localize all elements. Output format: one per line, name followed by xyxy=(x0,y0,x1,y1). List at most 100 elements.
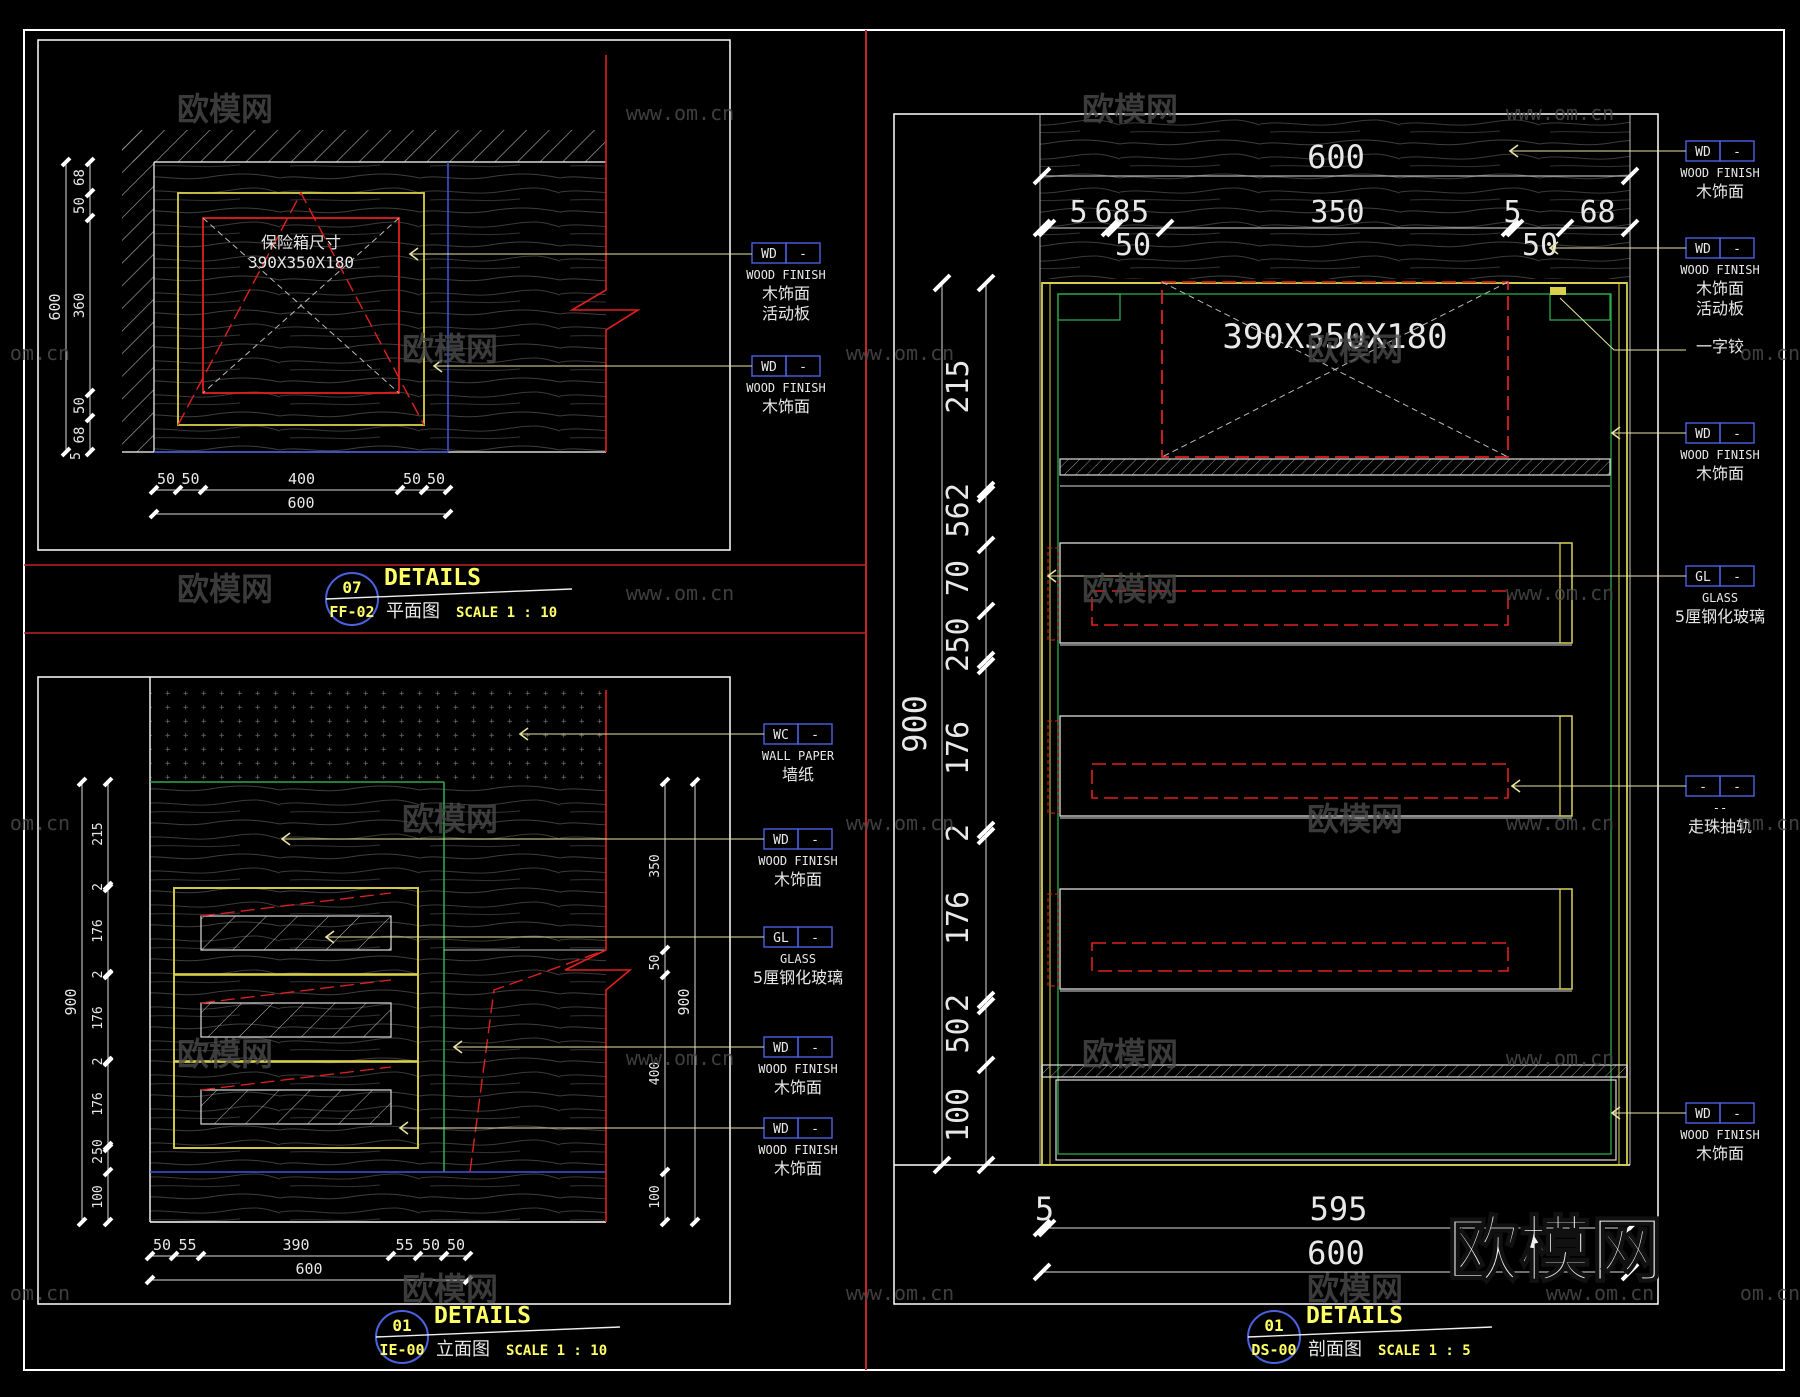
dim-tick xyxy=(1100,218,1120,238)
dim-tick xyxy=(412,1250,424,1262)
dim-tick xyxy=(102,1166,114,1178)
tag-arrow xyxy=(518,727,529,741)
lid-right-plate xyxy=(1549,293,1611,321)
dim-text: 68 xyxy=(1579,195,1615,230)
dim-text: 68 xyxy=(72,427,88,444)
tag-line1: WOOD FINISH xyxy=(746,381,825,395)
dim-tick xyxy=(1555,218,1575,238)
section-cabinet-outer xyxy=(1041,282,1628,1166)
tag-arrow xyxy=(1510,779,1521,793)
watermark-brand: 欧模网 xyxy=(1082,90,1178,128)
safe-outline xyxy=(202,217,400,394)
tag-suffix: - xyxy=(799,247,807,262)
wall-hatch-left xyxy=(122,130,154,452)
plinth-band xyxy=(1041,1064,1628,1078)
dim-text: 176 xyxy=(941,891,976,945)
dim-tick xyxy=(385,1250,397,1262)
dim-text: 215 xyxy=(941,359,976,413)
tag-arrow xyxy=(1610,426,1621,440)
dim-text: 56 xyxy=(941,501,976,537)
tag-arrow xyxy=(1046,569,1057,583)
dim-text: 900 xyxy=(675,988,693,1015)
safe-label-line2: 390X350X180 xyxy=(248,253,354,272)
watermark-url: www.om.cn xyxy=(846,1281,954,1305)
dim-tick xyxy=(659,1216,671,1228)
watermark-brand: 欧模网 xyxy=(402,800,498,838)
dim-text: 100 xyxy=(648,1185,663,1208)
elev-wall-break xyxy=(564,690,633,1222)
watermark-url: www.om.cn xyxy=(1506,1046,1614,1070)
dim-text: 50 xyxy=(422,1236,440,1254)
dim-text: 600 xyxy=(1307,1234,1365,1272)
title-sheet: DS-00 xyxy=(1251,1341,1296,1359)
dim-text: 215 xyxy=(91,822,106,845)
tag-arrow xyxy=(324,930,335,944)
tag-line3: 活动板 xyxy=(762,304,810,323)
dim-text: 50 xyxy=(153,1236,171,1254)
dim-text: 350 xyxy=(1310,195,1364,230)
dim-text: 5 xyxy=(69,452,84,460)
dim-text: 400 xyxy=(648,1062,663,1085)
title-name: 平面图 xyxy=(386,601,440,622)
tag-line1: WOOD FINISH xyxy=(758,854,837,868)
dim-tick xyxy=(442,484,454,496)
dim-tick xyxy=(84,387,96,399)
hinge-leader xyxy=(1559,297,1686,351)
dim-tick xyxy=(148,508,160,520)
watermark-url: www.om.cn xyxy=(626,101,734,125)
safe-label-line1: 保险箱尺寸 xyxy=(261,233,341,252)
dim-text: 2 xyxy=(941,824,976,842)
dim-tick xyxy=(976,601,996,621)
material-tag: ----走珠抽轨 xyxy=(1510,775,1755,836)
watermark-url: www.om.cn xyxy=(846,341,954,365)
dim-tick xyxy=(195,1250,207,1262)
elev-door-swing xyxy=(469,949,607,1173)
dim-text: 2 xyxy=(91,1156,106,1164)
dim-text: 50 xyxy=(1115,228,1151,263)
tag-code: WC xyxy=(773,728,789,743)
dim-tick xyxy=(976,996,996,1016)
title-name: 剖面图 xyxy=(1308,1339,1362,1360)
section-drawer-1 xyxy=(1047,542,1573,646)
tag-code: GL xyxy=(1695,570,1711,585)
door-swing xyxy=(177,191,425,426)
dim-tick xyxy=(1037,1218,1057,1238)
tag-line2: 木饰面 xyxy=(1696,464,1744,483)
dim-tick xyxy=(976,480,996,500)
tag-suffix: - xyxy=(1733,427,1741,442)
dim-tick xyxy=(659,1166,671,1178)
dim-tick xyxy=(76,1216,88,1228)
tag-arrow xyxy=(280,832,291,846)
tag-suffix-box xyxy=(1719,140,1755,162)
title-heading: DETAILS xyxy=(1306,1303,1403,1329)
tag-line2: 木饰面 xyxy=(1696,1144,1744,1163)
dim-tick xyxy=(84,412,96,424)
dim-tick xyxy=(976,535,996,555)
tag-line1: GLASS xyxy=(780,952,816,966)
brand-logo: 欧模网 xyxy=(1447,1208,1663,1292)
tag-line1: WOOD FINISH xyxy=(758,1062,837,1076)
dim-text: 68 xyxy=(1094,195,1130,230)
watermark-url: www.om.cn xyxy=(846,811,954,835)
section-cabinet-inner xyxy=(1057,293,1612,1155)
tag-line2: 木饰面 xyxy=(774,1078,822,1097)
tag-suffix: - xyxy=(811,1122,819,1137)
dim-tick xyxy=(932,1155,952,1175)
tag-code: WD xyxy=(1695,145,1711,160)
tag-suffix: - xyxy=(811,728,819,743)
dim-tick xyxy=(689,1216,701,1228)
tag-line1: WOOD FINISH xyxy=(758,1143,837,1157)
watermark-url: www.om.cn xyxy=(1506,581,1614,605)
